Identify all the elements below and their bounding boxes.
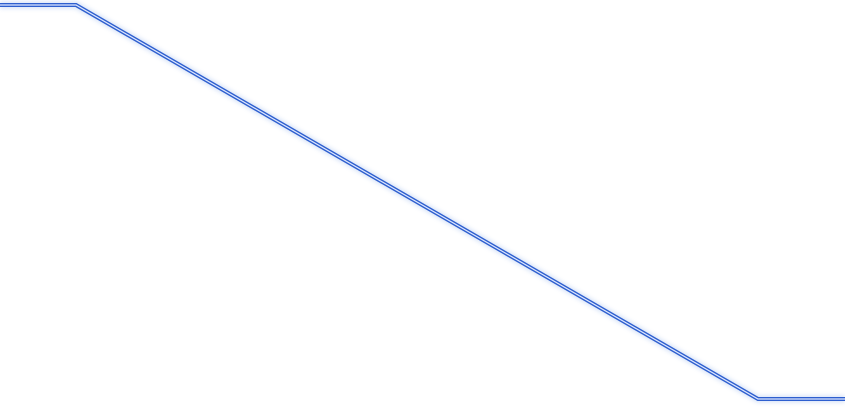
elbow-connector (0, 1, 845, 403)
connector-glow (0, 1, 845, 403)
connector-highlight (0, 4, 845, 400)
